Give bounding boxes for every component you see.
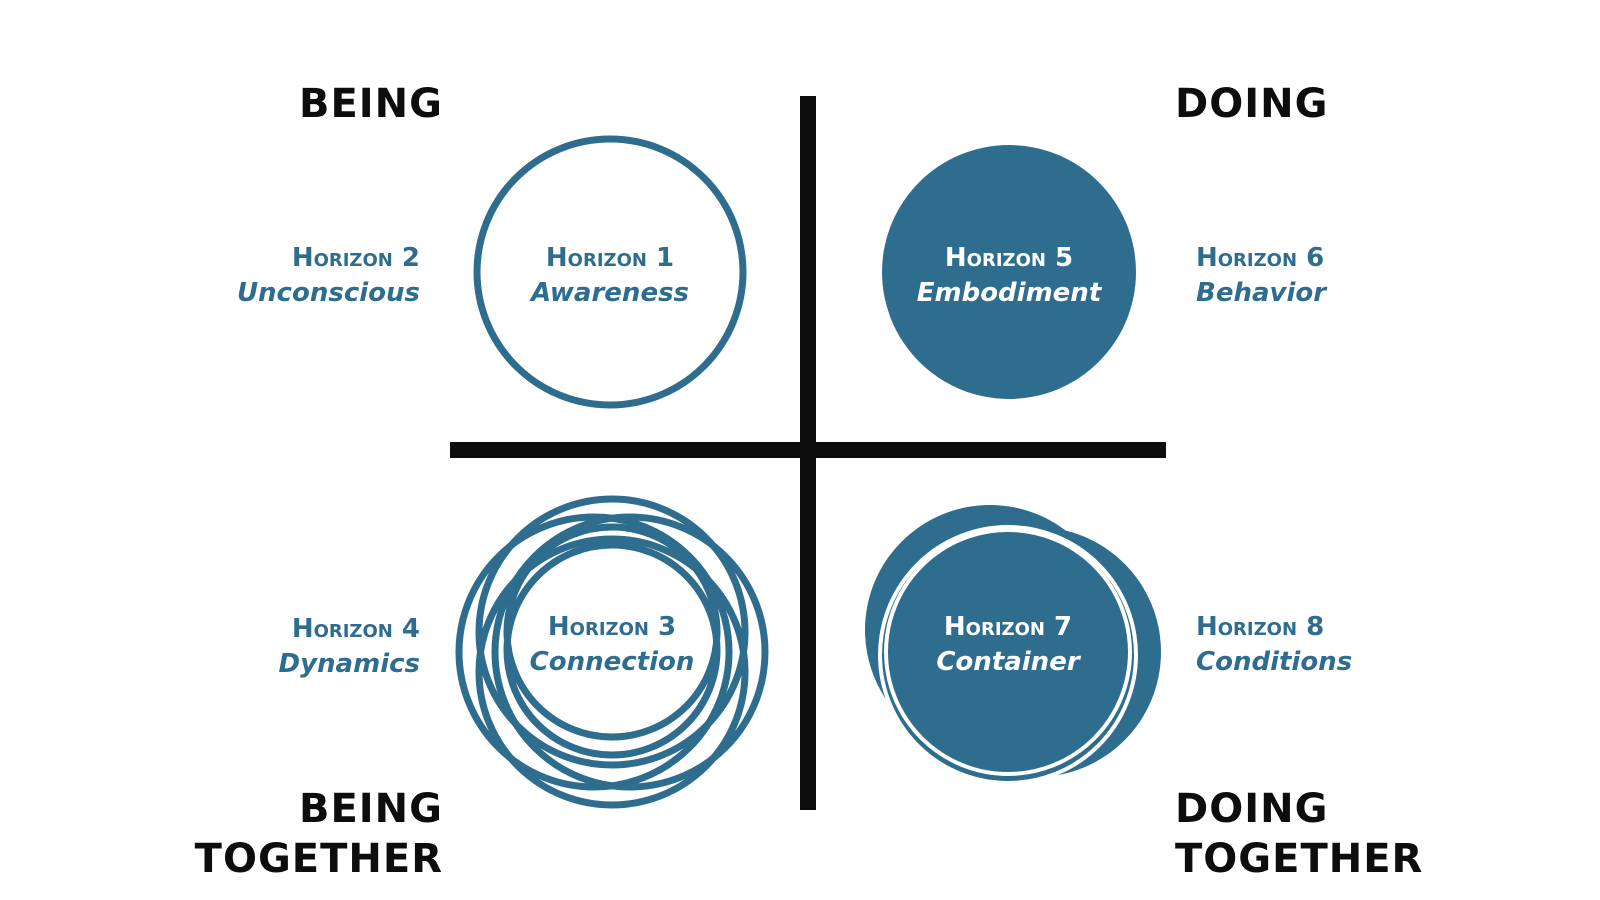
horizon-1-title: Horizon 1 [546, 243, 674, 273]
horizon-3-circle-outer-bottom [475, 535, 749, 809]
horizon-2-subtitle: Unconscious [237, 278, 420, 308]
quadrant-label-doing: DOING [1175, 81, 1328, 127]
horizon-3-circle-outer-top [475, 495, 749, 769]
horizon-7-circle-main [878, 525, 1138, 785]
horizon-5-title: Horizon 5 [945, 243, 1073, 273]
horizon-3-subtitle: Connection [530, 647, 695, 677]
horizontal-axis [450, 442, 1166, 458]
horizon-3-circle-outer-left [455, 513, 733, 791]
quadrant-label-doing-together-line1: DOING [1175, 786, 1328, 832]
horizon-3-circle-outer-right [491, 513, 769, 791]
horizon-5-circle [882, 145, 1136, 399]
horizon-6-subtitle: Behavior [1196, 278, 1328, 308]
horizon-4-title: Horizon 4 [292, 614, 420, 644]
horizon-8-subtitle: Conditions [1196, 647, 1352, 677]
horizon-6-title: Horizon 6 [1196, 243, 1324, 273]
horizon-7-title: Horizon 7 [944, 612, 1072, 642]
horizon-7-circle-inner-ring [884, 528, 1132, 776]
horizon-3-circles [455, 495, 769, 809]
horizon-7-circles [865, 505, 1161, 785]
quadrant-label-being: BEING [299, 81, 443, 127]
horizon-1-subtitle: Awareness [529, 278, 689, 308]
horizon-8-title: Horizon 8 [1196, 612, 1324, 642]
horizon-2-title: Horizon 2 [292, 243, 420, 273]
horizon-5-subtitle: Embodiment [917, 278, 1103, 308]
horizon-7-subtitle: Container [936, 647, 1081, 677]
horizon-3-title: Horizon 3 [548, 612, 676, 642]
horizon-1-circle [473, 135, 747, 409]
horizon-3-circle-inner-bottom [503, 541, 721, 759]
quadrant-label-being-together-line2: TOGETHER [195, 836, 443, 882]
quadrant-label-doing-together-line2: TOGETHER [1175, 836, 1423, 882]
quadrant-label-being-together-line1: BEING [299, 786, 443, 832]
horizon-4-subtitle: Dynamics [279, 649, 420, 679]
